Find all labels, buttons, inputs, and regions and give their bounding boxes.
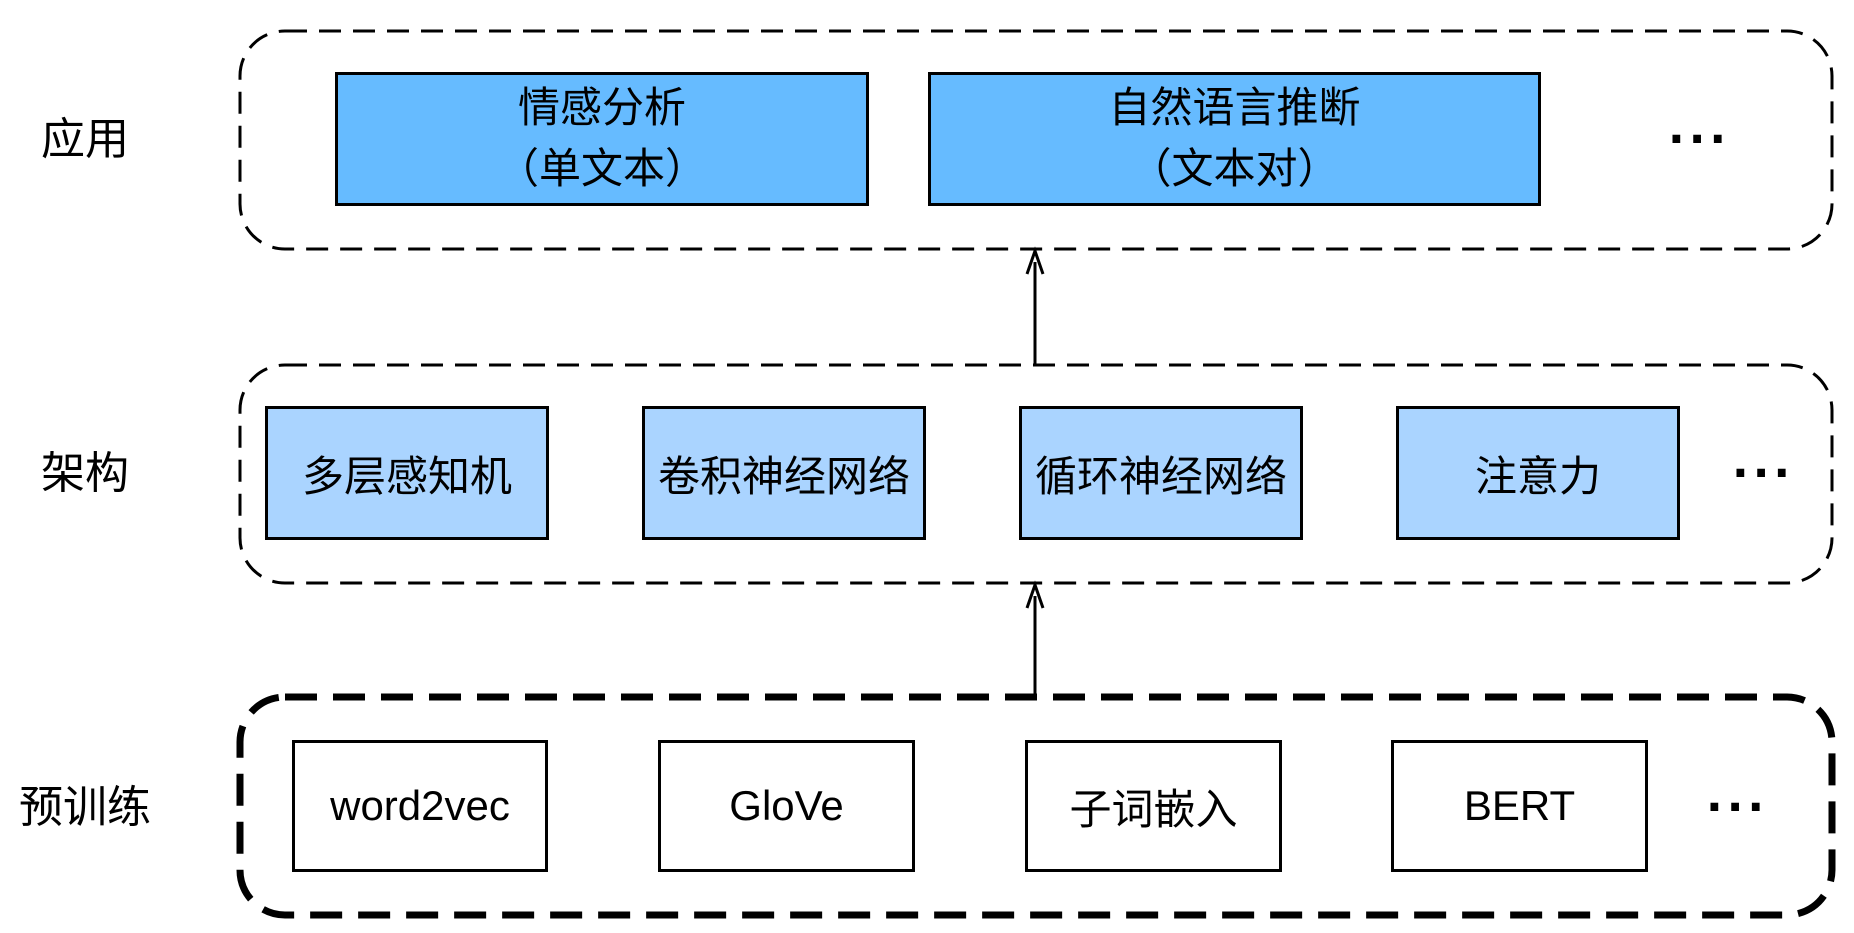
- architecture-box-label: 注意力: [1474, 451, 1601, 501]
- pretraining-box-bert: BERT: [1391, 740, 1648, 872]
- pretraining-box-glove: GloVe: [658, 740, 915, 872]
- row-label-architecture: 架构: [41, 448, 129, 499]
- arrow-pretraining-to-architecture: [1025, 580, 1045, 697]
- architecture-box-label: 循环神经网络: [1034, 451, 1287, 501]
- pretraining-box-label: BERT: [1463, 782, 1576, 829]
- pretraining-ellipsis: ···: [1706, 782, 1769, 833]
- architecture-box-rnn: 循环神经网络: [1019, 406, 1303, 540]
- application-ellipsis: ···: [1668, 114, 1731, 165]
- pretraining-box-label: 子词嵌入: [1069, 785, 1238, 833]
- row-label-application: 应用: [41, 114, 129, 165]
- architecture-box-cnn: 卷积神经网络: [642, 406, 926, 540]
- pretraining-box-word2vec: word2vec: [292, 740, 548, 872]
- architecture-box-attention: 注意力: [1396, 406, 1680, 540]
- architecture-box-mlp: 多层感知机: [265, 406, 549, 540]
- application-group-outline: [238, 29, 1834, 251]
- application-box-sentiment-analysis: 情感分析 （单文本）: [335, 72, 869, 206]
- arrow-architecture-to-application: [1025, 246, 1045, 365]
- pretraining-box-label: GloVe: [729, 782, 844, 829]
- architecture-box-label: 多层感知机: [301, 451, 512, 501]
- application-box-line1: 自然语言推断: [1108, 83, 1361, 133]
- architecture-box-label: 卷积神经网络: [657, 451, 910, 501]
- application-box-line2: （文本对）: [1129, 144, 1340, 193]
- pretraining-box-label: word2vec: [330, 782, 510, 829]
- architecture-ellipsis: ···: [1732, 448, 1795, 499]
- row-label-pretraining: 预训练: [19, 782, 151, 833]
- pretraining-box-subword-embedding: 子词嵌入: [1025, 740, 1282, 872]
- application-box-natural-language-inference: 自然语言推断 （文本对）: [928, 72, 1541, 206]
- application-box-line1: 情感分析: [517, 83, 686, 133]
- application-box-line2: （单文本）: [496, 144, 707, 193]
